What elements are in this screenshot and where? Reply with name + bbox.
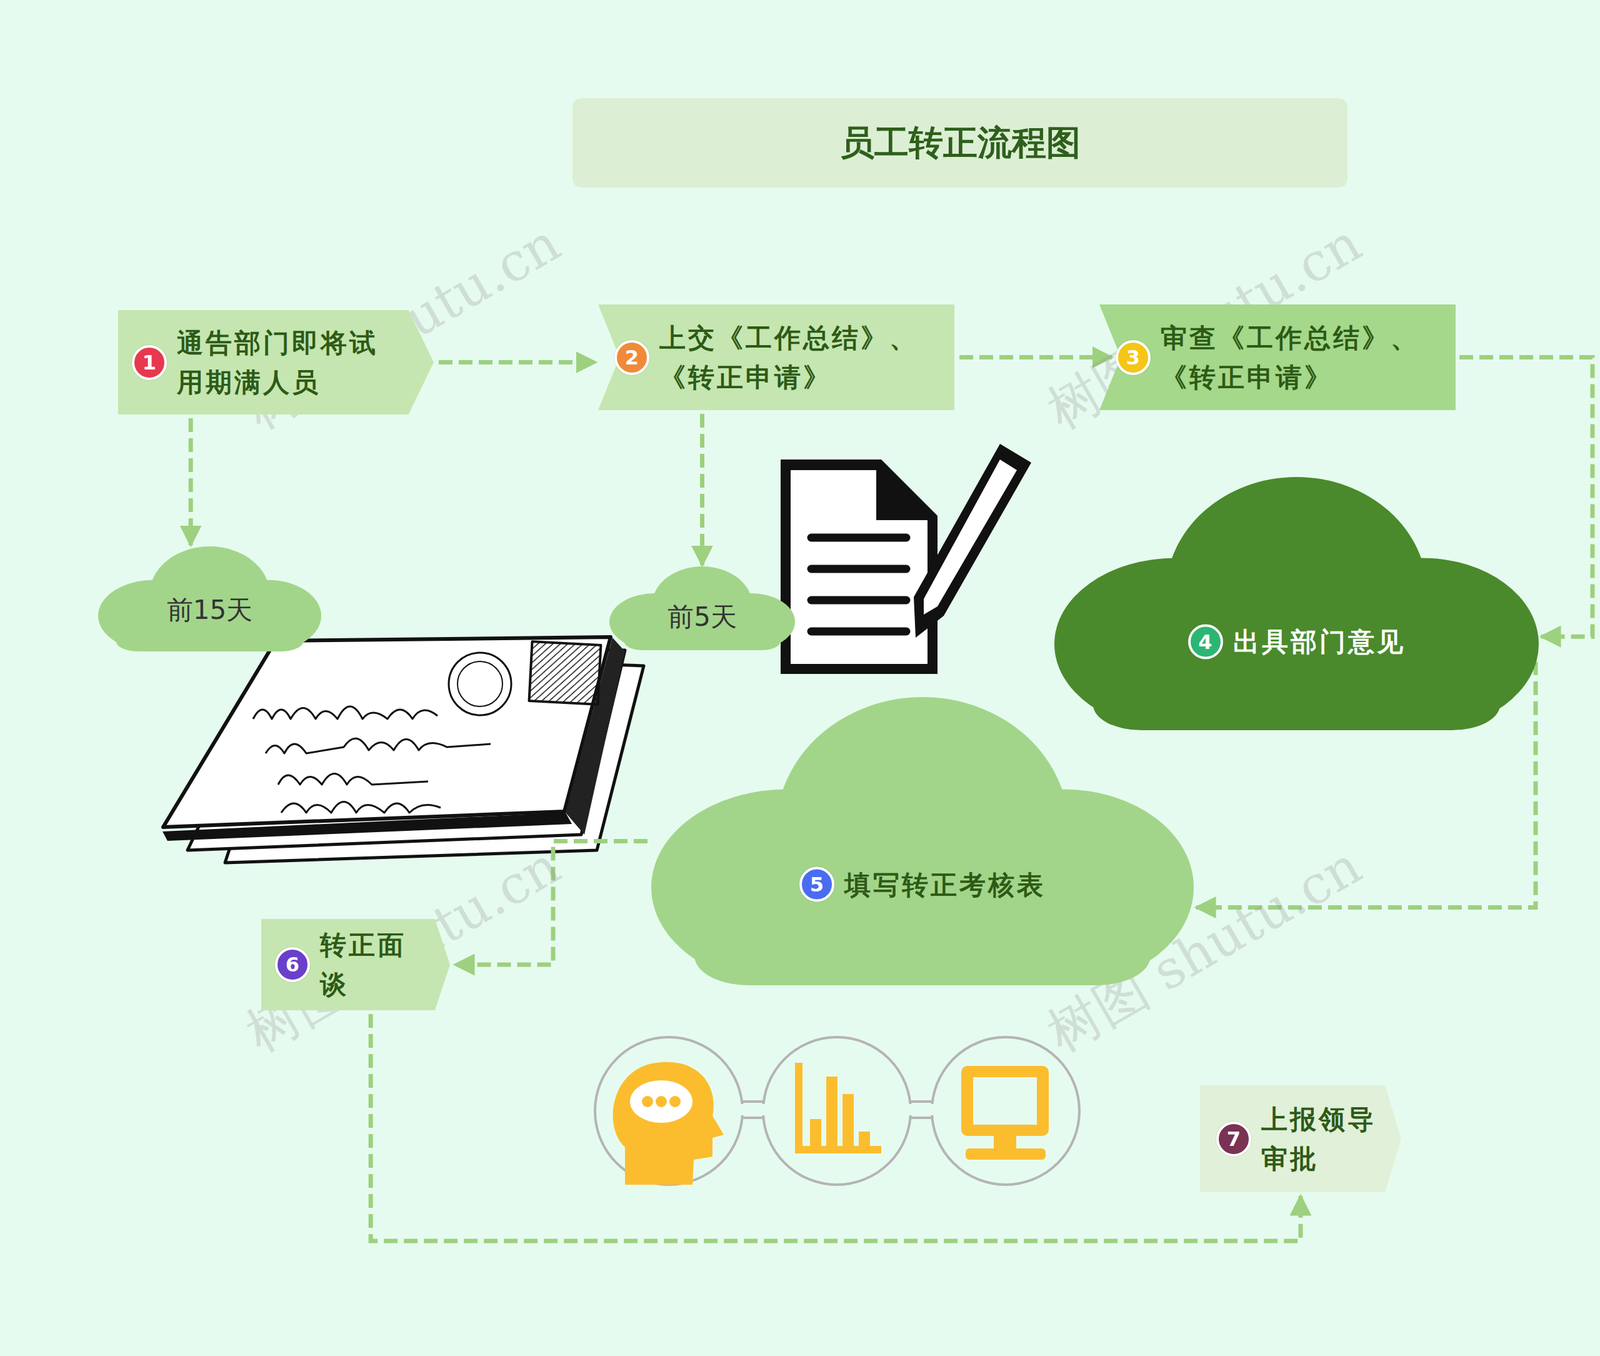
node-content: 4出具部门意见 [1054,621,1539,662]
dashed-connector [188,418,194,545]
node-content: 前5天 [609,596,795,637]
box-outline [1200,1085,1402,1192]
dashed-connector [438,360,596,365]
illustration-circle [655,1095,667,1107]
node-shape [598,304,955,410]
illustration-rect [907,1103,937,1115]
node-label: 前5天 [667,596,737,637]
illustration-circle [669,1095,681,1107]
callout-number: 4 [1188,623,1224,659]
node-label: 审查《工作总结》、 《转正申请》 [1160,318,1436,397]
illustration-path [886,470,928,512]
cloud-node: 5填写转正考核表 [651,696,1194,985]
node-content: 5填写转正考核表 [651,864,1194,904]
cloud-node: 前15天 [98,546,322,652]
callout-number: 7 [1216,1121,1252,1157]
box-outline [118,310,434,415]
dashed-connector [370,1013,1301,1241]
node-label: 转正面谈 [320,925,425,1004]
illustration-path [923,459,1017,615]
illustration-circle [641,1095,654,1107]
illustration-rect [961,1065,1049,1136]
cloud-outline [1054,476,1539,730]
cloud-outline [98,546,322,652]
illustration-circle [457,661,503,707]
illustration-g [162,636,644,863]
illustration-path [913,443,1032,638]
node-label: 上报领导审批 [1261,1099,1377,1179]
illustration-g [811,537,907,632]
illustration-path [780,459,938,674]
illustration-g [595,1036,1080,1185]
illustration-g [253,706,491,813]
node-label: 出具部门意见 [1233,621,1406,662]
node-label: 上交《工作总结》、 《转正申请》 [659,318,935,397]
illustration-rect [858,1131,870,1147]
callout-number: 1 [131,345,167,380]
node-shape [1099,304,1456,410]
illustration-path [265,738,491,754]
illustration-rect [842,1093,854,1147]
node-content: 1 通告部门即将试用期满人员 [118,316,434,409]
illustration-path [162,812,572,841]
illustration-rect [738,1103,768,1115]
node-shape [651,696,1194,985]
illustration-circle [931,1036,1080,1185]
node-label: 通告部门即将试用期满人员 [176,323,397,402]
illustration-path [253,706,438,719]
illustration-rect [826,1076,838,1147]
illustration-rect [810,1118,822,1147]
node-content: 前15天 [98,589,322,629]
node-label: 前15天 [166,589,253,629]
node-shape [1054,476,1539,730]
title-bar: 员工转正流程图 [572,98,1348,188]
illustration-circle [448,652,512,715]
node-content: 6 转正面谈 [261,918,450,1010]
illustration-rect [529,641,602,705]
illustration-circle [595,1036,743,1185]
cloud-node: 4出具部门意见 [1054,476,1539,730]
cloud-part [760,898,1086,985]
process-box: 6 转正面谈 [261,918,450,1010]
node-label: 填写转正考核表 [844,864,1046,904]
node-content: 7上报领导审批 [1200,1093,1402,1185]
illustration-line [811,533,907,542]
illustration-line [811,596,907,605]
title: 员工转正流程图 [840,120,1081,167]
callout-number: 3 [1115,340,1151,375]
cloud-outline [651,696,1194,985]
illustration-g [780,443,1032,674]
process-box: 1 通告部门即将试用期满人员 [118,310,434,415]
cloud-node: 前5天 [609,566,795,650]
illustration-rect [993,1135,1017,1149]
node-content: 3 审查《工作总结》、 《转正申请》 [1099,311,1456,404]
illustration-path [278,773,429,785]
illustration-line [811,627,907,636]
illustration-polygon [163,636,611,827]
cloud-part [1151,654,1442,731]
cloud-outline [609,566,795,650]
illustration-path [281,801,441,814]
illustration-circle [763,1036,911,1185]
illustration-rect [973,1076,1037,1125]
node-content: 2 上交《工作总结》、 《转正申请》 [598,311,955,404]
dashed-connector [700,413,705,565]
box-outline [261,918,450,1010]
box-outline [598,304,955,410]
illustration-g [795,1062,882,1154]
process-box: 7上报领导审批 [1200,1085,1402,1192]
illustration-rect [965,1148,1046,1160]
illustration-rect [795,1062,803,1154]
callout-number: 2 [614,340,650,375]
callout-number: 6 [275,946,310,982]
process-box: 3 审查《工作总结》、 《转正申请》 [1099,304,1456,410]
illustration-line [811,565,907,574]
callout-number: 5 [799,866,835,902]
illustration-path [613,1061,724,1185]
illustration-ellipse [630,1080,693,1123]
box-outline [1099,304,1456,410]
process-box: 2 上交《工作总结》、 《转正申请》 [598,304,955,410]
illustration-path [790,470,928,664]
